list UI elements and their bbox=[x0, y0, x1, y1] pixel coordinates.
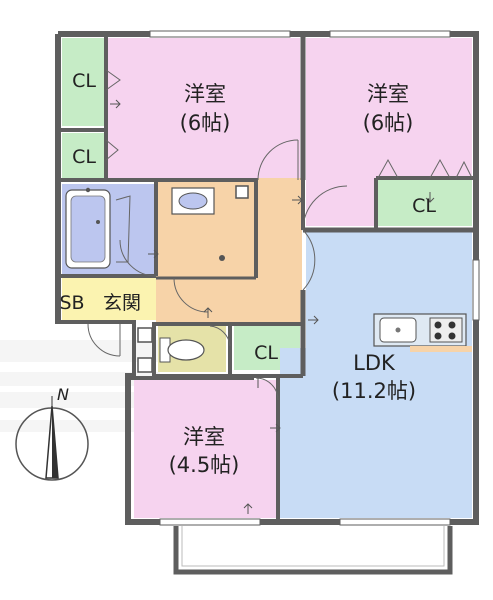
stove-burner bbox=[434, 332, 442, 340]
western-room-3-size: (4.5帖) bbox=[169, 453, 240, 477]
closet-label: CL bbox=[254, 342, 278, 364]
western-room-2-fill-lower bbox=[306, 178, 376, 226]
ldk-size: (11.2帖) bbox=[332, 379, 416, 403]
western-room-3-fill bbox=[134, 380, 276, 518]
western-room-1-fill bbox=[108, 38, 300, 178]
shower-head bbox=[85, 187, 91, 193]
western-room-2-fill bbox=[306, 38, 472, 178]
western-room-1-size: (6帖) bbox=[180, 111, 231, 135]
closet-fill-2 bbox=[62, 133, 105, 178]
stove-burner bbox=[448, 332, 456, 340]
pillar bbox=[137, 327, 153, 343]
balcony bbox=[173, 526, 453, 575]
compass: N bbox=[15, 385, 89, 481]
entrance-sb-label: SB bbox=[59, 292, 84, 314]
balcony-inner bbox=[181, 526, 445, 567]
bath-drain bbox=[96, 220, 100, 224]
counter-trim bbox=[410, 346, 472, 352]
washing-machine-drain bbox=[219, 255, 225, 261]
compass-north-label: N bbox=[57, 385, 69, 404]
arrow-marks bbox=[110, 99, 435, 514]
hallway-fill-top bbox=[258, 178, 302, 238]
closet-fill-3 bbox=[378, 180, 472, 226]
western-room-1-name: 洋室 bbox=[184, 82, 226, 106]
western-room-2-name: 洋室 bbox=[367, 82, 409, 106]
bathtub-inner bbox=[70, 195, 106, 263]
pillar bbox=[137, 357, 153, 373]
ldk-fill-lower bbox=[280, 348, 472, 518]
sink-drain bbox=[395, 327, 401, 333]
closet-label: CL bbox=[72, 70, 96, 92]
pillar bbox=[235, 185, 249, 199]
closet-fill-1 bbox=[62, 38, 105, 126]
stove bbox=[429, 317, 463, 343]
stove-burner bbox=[448, 321, 456, 329]
door-swings bbox=[87, 69, 473, 401]
washbasin bbox=[178, 192, 208, 210]
ldk-name: LDK bbox=[353, 351, 396, 375]
toilet-bowl bbox=[167, 339, 205, 361]
shower-door bbox=[115, 195, 131, 263]
closet-label: CL bbox=[412, 195, 436, 217]
closet-label: CL bbox=[72, 146, 96, 168]
entrance-fill bbox=[62, 278, 156, 320]
stove-burner bbox=[434, 321, 442, 329]
western-room-2-size: (6帖) bbox=[363, 111, 414, 135]
entrance-label: 玄関 bbox=[103, 292, 141, 314]
western-room-3-name: 洋室 bbox=[183, 425, 225, 449]
windows bbox=[149, 30, 480, 526]
